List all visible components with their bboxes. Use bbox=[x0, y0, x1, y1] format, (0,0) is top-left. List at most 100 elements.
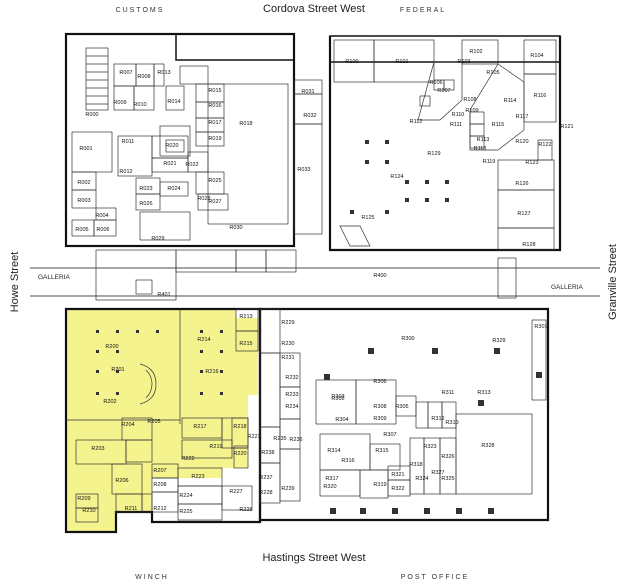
room-label-r327: R327 bbox=[431, 470, 444, 476]
room-label-r239: R239 bbox=[281, 486, 294, 492]
room-label-r320: R320 bbox=[323, 484, 336, 490]
room-label-r225: R225 bbox=[179, 509, 192, 515]
room-label-r318: R318 bbox=[409, 462, 422, 468]
galleria-band bbox=[30, 249, 600, 301]
room-label-r209: R209 bbox=[77, 496, 90, 502]
room-label-r032: R032 bbox=[303, 113, 316, 119]
room-label-r002: R002 bbox=[77, 180, 90, 186]
room-label-r108: R108 bbox=[463, 97, 476, 103]
room-label-r115: R115 bbox=[492, 122, 505, 128]
room-label-r323: R323 bbox=[423, 444, 436, 450]
room-label-r114: R114 bbox=[504, 98, 517, 104]
room-label-r223: R223 bbox=[191, 474, 204, 480]
room-label-r305: R305 bbox=[395, 404, 408, 410]
room-label-r401: R401 bbox=[157, 292, 170, 298]
room-label-r226: R226 bbox=[239, 507, 252, 513]
room-label-r005: R005 bbox=[75, 227, 88, 233]
room-label-r015: R015 bbox=[208, 88, 221, 94]
room-label-r128: R128 bbox=[522, 242, 535, 248]
room-label-r122: R122 bbox=[538, 142, 551, 148]
room-label-r024: R024 bbox=[167, 186, 180, 192]
room-label-r218: R218 bbox=[233, 424, 246, 430]
room-label-r001: R001 bbox=[79, 146, 92, 152]
room-label-r234: R234 bbox=[285, 404, 298, 410]
room-label-r013: R013 bbox=[157, 70, 170, 76]
room-label-r009: R009 bbox=[113, 100, 126, 106]
room-label-r023: R023 bbox=[139, 186, 152, 192]
room-label-r107: R107 bbox=[437, 88, 450, 94]
room-label-r208: R208 bbox=[153, 482, 166, 488]
room-label-r219: R219 bbox=[209, 444, 222, 450]
room-label-r105: R105 bbox=[486, 70, 499, 76]
room-label-r236: R236 bbox=[289, 437, 302, 443]
room-label-r216: R216 bbox=[205, 369, 218, 375]
room-label-r000: R000 bbox=[85, 112, 98, 118]
room-label-r102: R102 bbox=[469, 49, 482, 55]
room-label-r324: R324 bbox=[415, 476, 428, 482]
room-label-r313: R313 bbox=[477, 390, 490, 396]
room-label-r018: R018 bbox=[239, 121, 252, 127]
building-label-winch: WINCH bbox=[135, 574, 169, 581]
highlighted-area bbox=[66, 309, 258, 532]
room-label-r306: R306 bbox=[373, 379, 386, 385]
room-label-r003: R003 bbox=[77, 198, 90, 204]
room-label-r231: R231 bbox=[281, 355, 294, 361]
room-label-r307: R307 bbox=[383, 432, 396, 438]
room-label-r112: R112 bbox=[410, 119, 423, 125]
room-label-r228: R228 bbox=[259, 490, 272, 496]
room-label-r312: R312 bbox=[431, 416, 444, 422]
room-label-r027: R027 bbox=[208, 199, 221, 205]
room-label-r008: R008 bbox=[137, 74, 150, 80]
room-label-r004: R004 bbox=[95, 213, 108, 219]
room-label-r204: R204 bbox=[121, 422, 134, 428]
galleria-label-east: GALLERIA bbox=[551, 284, 583, 291]
room-label-r315: R315 bbox=[375, 448, 388, 454]
room-label-r010: R010 bbox=[133, 102, 146, 108]
room-label-r031: R031 bbox=[301, 89, 314, 95]
room-label-r119: R119 bbox=[483, 159, 496, 165]
room-label-r012: R012 bbox=[119, 169, 132, 175]
room-label-r026: R026 bbox=[139, 201, 152, 207]
building-label-customs: CUSTOMS bbox=[116, 7, 165, 14]
room-label-r117: R117 bbox=[516, 114, 529, 120]
room-label-r126: R126 bbox=[515, 181, 528, 187]
room-label-r206: R206 bbox=[115, 478, 128, 484]
room-label-r201: R201 bbox=[111, 367, 124, 373]
room-label-r120: R120 bbox=[515, 139, 528, 145]
room-label-r316: R316 bbox=[341, 458, 354, 464]
room-label-r322: R322 bbox=[391, 486, 404, 492]
room-label-r221: R221 bbox=[247, 434, 260, 440]
room-label-r230: R230 bbox=[281, 341, 294, 347]
room-label-r127: R127 bbox=[517, 211, 530, 217]
room-label-r329: R329 bbox=[492, 338, 505, 344]
room-label-r125: R125 bbox=[361, 215, 374, 221]
federal-building bbox=[328, 35, 562, 252]
room-label-r222: R222 bbox=[181, 456, 194, 462]
room-label-r233: R233 bbox=[285, 392, 298, 398]
room-label-r006: R006 bbox=[96, 227, 109, 233]
room-label-r321: R321 bbox=[391, 472, 404, 478]
room-label-r214: R214 bbox=[197, 337, 210, 343]
room-label-r300: R300 bbox=[401, 336, 414, 342]
winch-building bbox=[64, 307, 262, 534]
room-label-r302: R302 bbox=[331, 396, 344, 402]
room-label-r328: R328 bbox=[481, 443, 494, 449]
room-label-r100: R100 bbox=[345, 59, 358, 65]
room-label-r205: R205 bbox=[147, 419, 160, 425]
room-label-r309: R309 bbox=[373, 416, 386, 422]
room-label-r101: R101 bbox=[395, 59, 408, 65]
room-label-r213: R213 bbox=[239, 314, 252, 320]
room-label-r017: R017 bbox=[208, 120, 221, 126]
street-label-south: Hastings Street West bbox=[262, 552, 365, 564]
room-label-r207: R207 bbox=[153, 468, 166, 474]
room-label-r014: R014 bbox=[167, 99, 180, 105]
room-label-r116: R116 bbox=[534, 93, 547, 99]
room-label-r028: R028 bbox=[197, 196, 210, 202]
room-label-r029: R029 bbox=[151, 236, 164, 242]
room-label-r033: R033 bbox=[297, 167, 310, 173]
room-label-r317: R317 bbox=[325, 476, 338, 482]
room-label-r129: R129 bbox=[427, 151, 440, 157]
room-label-r314: R314 bbox=[327, 448, 340, 454]
street-label-west: Howe Street bbox=[9, 252, 21, 313]
